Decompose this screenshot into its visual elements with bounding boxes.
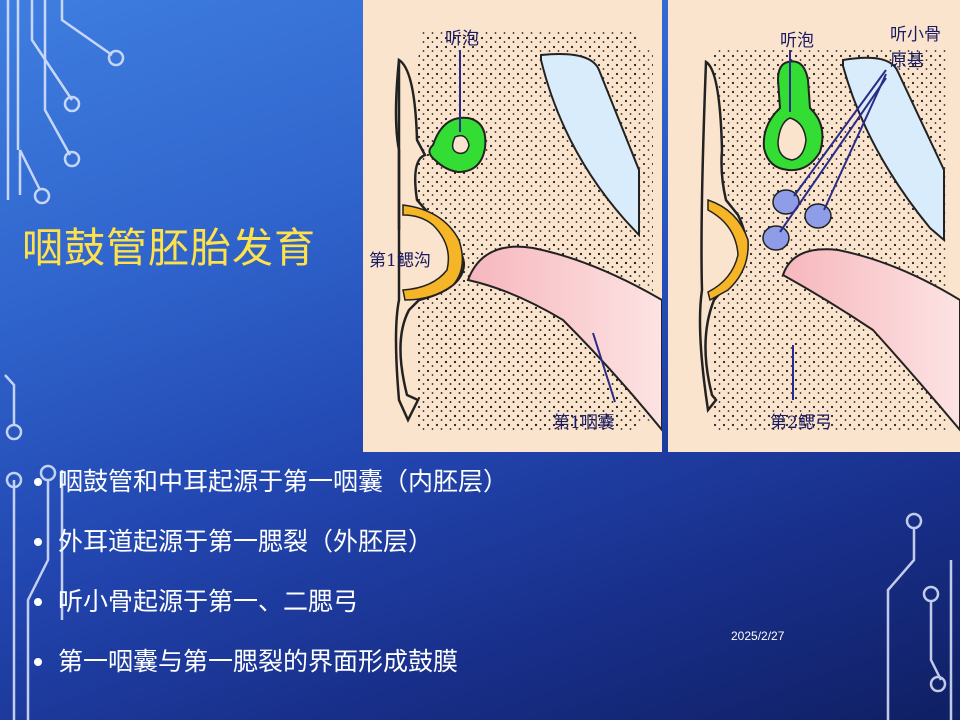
label-otic-vesicle: 听泡 <box>445 29 479 49</box>
label-ossicle-primordium-1: 听小骨 <box>890 25 941 45</box>
bullet-item: 外耳道起源于第一腮裂（外胚层） <box>30 518 508 578</box>
bullet-dot <box>34 658 42 666</box>
bullet-list: 咽鼓管和中耳起源于第一咽囊（内胚层） 外耳道起源于第一腮裂（外胚层） 听小骨起源… <box>30 458 508 698</box>
bullet-text: 外耳道起源于第一腮裂（外胚层） <box>58 527 434 556</box>
embryo-figure-right: 听泡 听小骨 原基 第2鳃弓 <box>668 0 960 452</box>
bullet-text: 咽鼓管和中耳起源于第一咽囊（内胚层） <box>58 467 509 496</box>
bullet-dot <box>34 478 42 486</box>
embryo-diagram-right <box>698 50 960 432</box>
label-first-pouch: 第1咽囊 <box>553 413 615 433</box>
bullet-text: 第一咽囊与第一腮裂的界面形成鼓膜 <box>58 647 459 676</box>
label-otic-vesicle-right: 听泡 <box>780 31 814 51</box>
embryo-diagram-left <box>394 30 663 433</box>
label-second-arch: 第2鳃弓 <box>770 413 832 433</box>
slide-date: 2025/2/27 <box>731 629 785 643</box>
bullet-item: 第一咽囊与第一腮裂的界面形成鼓膜 <box>30 638 508 698</box>
bullet-item: 咽鼓管和中耳起源于第一咽囊（内胚层） <box>30 458 508 518</box>
embryo-figure-left: 听泡 第1鳃沟 第1咽囊 <box>363 0 663 452</box>
label-ossicle-primordium-2: 原基 <box>890 51 924 71</box>
label-first-groove: 第1鳃沟 <box>369 251 431 271</box>
bullet-dot <box>34 598 42 606</box>
slide-title: 咽鼓管胚胎发育 <box>22 224 316 272</box>
bullet-dot <box>34 538 42 546</box>
bullet-item: 听小骨起源于第一、二腮弓 <box>30 578 508 638</box>
bullet-text: 听小骨起源于第一、二腮弓 <box>58 587 359 616</box>
